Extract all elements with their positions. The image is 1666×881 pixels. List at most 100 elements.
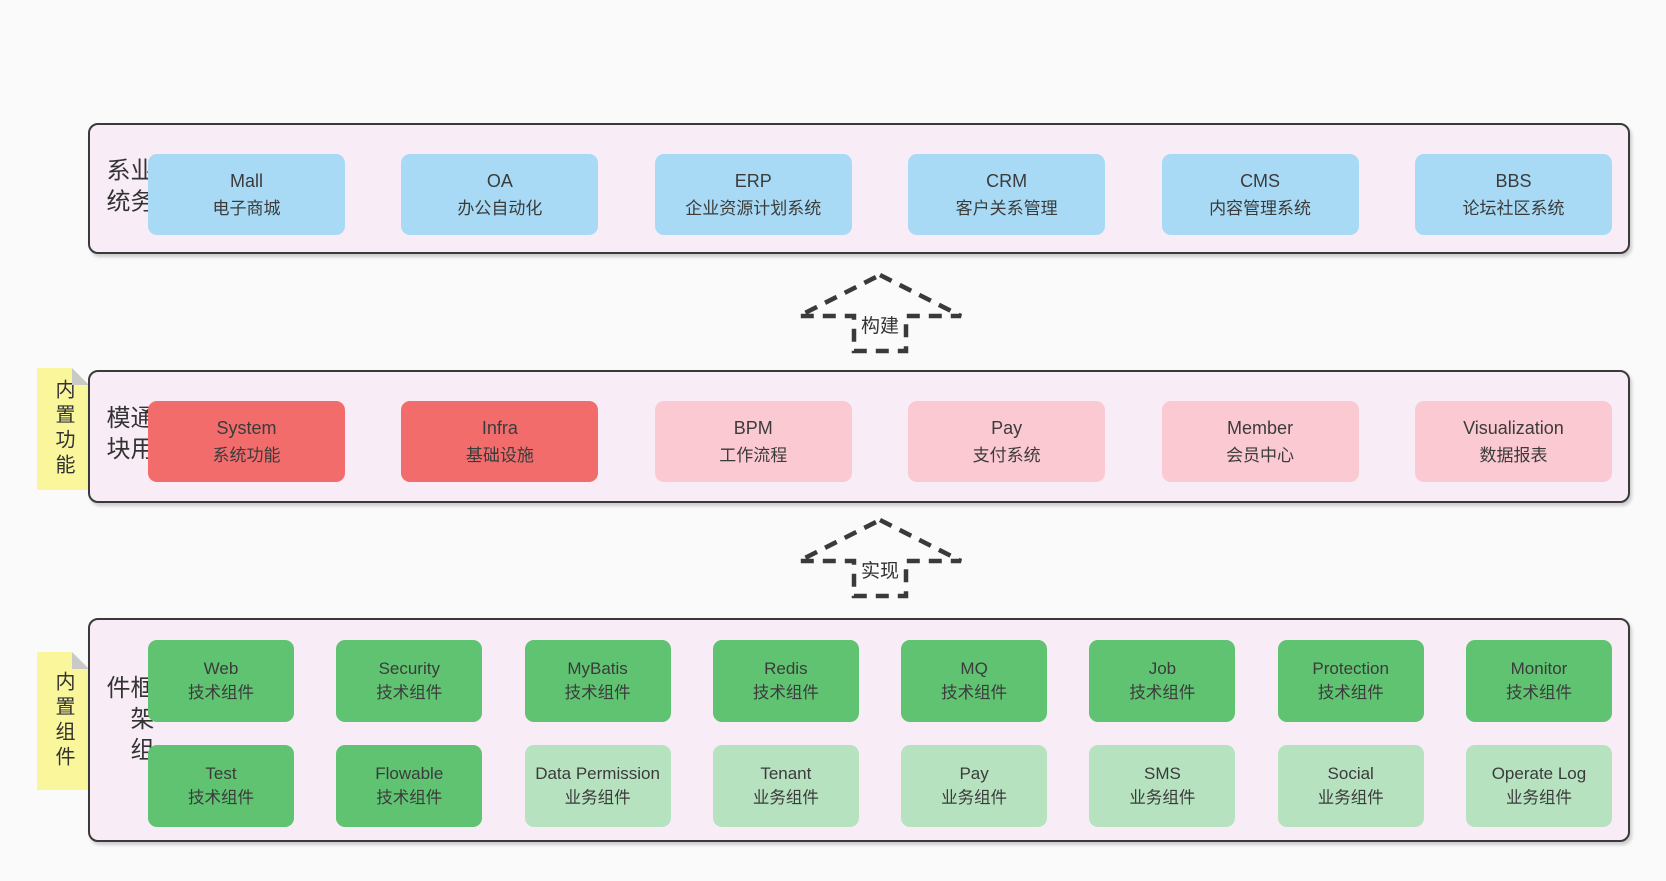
business-systems-row: Mall 电子商城 OA 办公自动化 ERP 企业资源计划系统 CRM 客户关系… (148, 154, 1612, 235)
box-oa: OA 办公自动化 (401, 154, 599, 235)
box-desc: 业务组件 (752, 789, 819, 807)
box-desc: 技术组件 (1505, 684, 1572, 702)
band-label-business-systems: 业务系统 (102, 156, 153, 219)
box-desc: 基础设施 (465, 445, 534, 465)
box-name: MyBatis (567, 659, 628, 678)
box-desc: 技术组件 (376, 684, 443, 702)
box-pay: Pay 支付系统 (908, 401, 1106, 482)
box-job: Job 技术组件 (1089, 640, 1236, 722)
box-name: Tenant (760, 764, 812, 783)
box-data-permission: Data Permission 业务组件 (524, 745, 671, 827)
arrow-label-implement: 实现 (857, 556, 903, 583)
box-bbs: BBS 论坛社区系统 (1414, 154, 1612, 235)
sticky-note-built-in-features: 内置功能 (37, 368, 89, 490)
box-infra: Infra 基础设施 (401, 401, 599, 482)
box-desc: 办公自动化 (457, 198, 543, 218)
box-visualization: Visualization 数据报表 (1414, 401, 1612, 482)
box-erp: ERP 企业资源计划系统 (654, 154, 852, 235)
box-flowable: Flowable 技术组件 (336, 745, 483, 827)
framework-components-row-2: Test 技术组件 Flowable 技术组件 Data Permission … (148, 745, 1612, 827)
box-mybatis: MyBatis 技术组件 (524, 640, 671, 722)
box-desc: 支付系统 (972, 445, 1041, 465)
box-crm: CRM 客户关系管理 (908, 154, 1106, 235)
box-name: Operate Log (1491, 764, 1587, 783)
box-desc: 业务组件 (941, 789, 1008, 807)
box-name: SMS (1143, 764, 1181, 783)
box-redis: Redis 技术组件 (712, 640, 859, 722)
sticky-note-label: 内置组件 (52, 671, 74, 771)
box-name: Data Permission (535, 764, 660, 783)
box-bpm: BPM 工作流程 (654, 401, 852, 482)
box-desc: 业务组件 (1505, 789, 1572, 807)
box-name: Flowable (375, 764, 444, 783)
box-name: Pay (991, 417, 1023, 438)
common-modules-row: System 系统功能 Infra 基础设施 BPM 工作流程 Pay 支付系统… (148, 401, 1612, 482)
box-name: BBS (1495, 170, 1532, 191)
band-business-systems: 业务系统 Mall 电子商城 OA 办公自动化 ERP 企业资源计划系统 CRM… (88, 123, 1630, 254)
box-desc: 数据报表 (1479, 445, 1548, 465)
box-social: Social 业务组件 (1277, 745, 1424, 827)
box-protection: Protection 技术组件 (1277, 640, 1424, 722)
arrow-build: 构建 (795, 272, 965, 354)
band-framework-components: 框架组件 Web 技术组件 Security 技术组件 MyBatis 技术组件… (88, 618, 1630, 842)
box-mall: Mall 电子商城 (148, 154, 345, 235)
band-label-common-modules: 通用模块 (102, 404, 153, 467)
box-desc: 系统功能 (212, 445, 281, 465)
box-name: Security (378, 659, 440, 678)
box-name: ERP (734, 170, 772, 191)
box-name: Pay (959, 764, 989, 783)
box-name: Redis (764, 659, 808, 678)
box-sms: SMS 业务组件 (1089, 745, 1236, 827)
box-desc: 技术组件 (188, 684, 254, 702)
folded-corner-icon (72, 368, 89, 385)
framework-components-row-1: Web 技术组件 Security 技术组件 MyBatis 技术组件 Redi… (148, 640, 1612, 722)
box-desc: 技术组件 (376, 789, 443, 807)
box-operate-log: Operate Log 业务组件 (1465, 745, 1612, 827)
box-desc: 会员中心 (1226, 445, 1295, 465)
box-desc: 客户关系管理 (955, 198, 1058, 218)
box-test: Test 技术组件 (148, 745, 294, 827)
sticky-note-label: 内置功能 (52, 379, 74, 479)
box-name: System (216, 417, 277, 438)
box-mq: MQ 技术组件 (901, 640, 1048, 722)
box-desc: 电子商城 (212, 198, 281, 218)
band-label-framework-components: 框架组件 (102, 675, 153, 768)
folded-corner-icon (72, 652, 89, 669)
box-desc: 内容管理系统 (1209, 198, 1312, 218)
box-name: CMS (1240, 170, 1281, 191)
box-cms: CMS 内容管理系统 (1161, 154, 1359, 235)
box-desc: 技术组件 (564, 684, 631, 702)
box-name: Infra (481, 417, 518, 438)
box-system: System 系统功能 (148, 401, 345, 482)
box-desc: 技术组件 (1317, 684, 1384, 702)
box-web: Web 技术组件 (148, 640, 294, 722)
box-desc: 业务组件 (1317, 789, 1384, 807)
band-common-modules: 通用模块 System 系统功能 Infra 基础设施 BPM 工作流程 Pay… (88, 370, 1630, 503)
box-desc: 技术组件 (752, 684, 819, 702)
box-member: Member 会员中心 (1161, 401, 1359, 482)
box-name: Job (1148, 659, 1177, 678)
box-name: OA (486, 170, 513, 191)
box-pay-component: Pay 业务组件 (901, 745, 1048, 827)
box-desc: 业务组件 (564, 789, 631, 807)
box-desc: 技术组件 (188, 789, 254, 807)
box-security: Security 技术组件 (336, 640, 483, 722)
arrow-implement: 实现 (795, 517, 965, 599)
box-desc: 工作流程 (719, 445, 788, 465)
box-name: CRM (986, 170, 1028, 191)
box-desc: 技术组件 (1129, 684, 1196, 702)
box-name: Visualization (1463, 417, 1564, 438)
box-name: BPM (733, 417, 773, 438)
box-name: Member (1227, 417, 1294, 438)
box-name: Social (1327, 764, 1374, 783)
box-name: Protection (1312, 659, 1389, 678)
box-monitor: Monitor 技术组件 (1465, 640, 1612, 722)
sticky-note-built-in-components: 内置组件 (37, 652, 89, 790)
arrow-label-build: 构建 (857, 311, 903, 338)
box-desc: 论坛社区系统 (1462, 198, 1565, 218)
box-desc: 技术组件 (941, 684, 1008, 702)
box-tenant: Tenant 业务组件 (712, 745, 859, 827)
box-name: Monitor (1510, 659, 1568, 678)
box-desc: 业务组件 (1129, 789, 1196, 807)
